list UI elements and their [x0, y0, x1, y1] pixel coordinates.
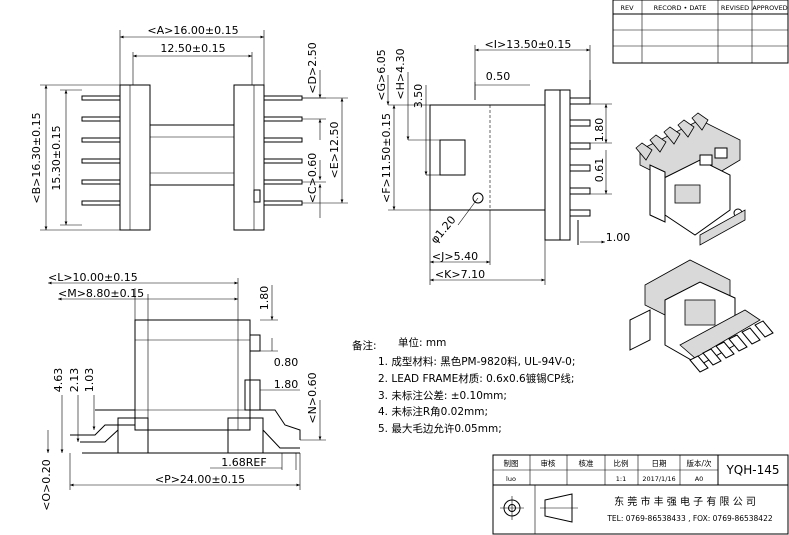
dim-080-label: 0.80	[274, 356, 299, 369]
dim-a-label: <A>16.00±0.15	[147, 24, 238, 37]
dim-a2-label: 12.50±0.15	[160, 42, 225, 55]
approved-header: APPROVED	[752, 4, 787, 12]
dim-phi-label: φ1.20	[428, 213, 458, 246]
company-name: 东 莞 市 丰 强 电 子 有 限 公 司	[614, 495, 756, 508]
note-item-1: 1. 成型材料: 黑色PM-9820料, UL-94V-0;	[378, 355, 575, 368]
notes-block: 备注: 单位: mm 1. 成型材料: 黑色PM-9820料, UL-94V-0…	[352, 336, 575, 435]
tb-value-version: A0	[695, 475, 704, 483]
dim-j-label: <J>5.40	[432, 250, 478, 263]
note-item-3: 3. 未标注公差: ±0.10mm;	[378, 389, 507, 402]
company-contact: TEL: 0769-86538433 , FOX: 0769-86538422	[606, 514, 773, 523]
dim-050-label: 0.50	[486, 70, 511, 83]
dim-e-label: <E>12.50	[328, 122, 341, 179]
dim-d-label: <D>2.50	[306, 42, 319, 93]
note-item-2: 2. LEAD FRAME材质: 0.6x0.6镀锡CP线;	[378, 372, 574, 385]
dim-h-label: <H>4.30	[394, 48, 407, 99]
dim-o-label: <O>0.20	[40, 459, 53, 511]
render-bottom-icon	[629, 259, 774, 373]
front-view: <A>16.00±0.15 12.50±0.15	[30, 24, 348, 231]
dim-p-label: <P>24.00±0.15	[155, 473, 245, 486]
dim-f-label: <F>11.50±0.15	[380, 113, 393, 203]
dim-463-label: 4.63	[52, 368, 65, 393]
dim-b-label: <B>16.30±0.15	[30, 112, 43, 203]
tb-header-scale: 比例	[614, 458, 629, 468]
rev-header: REV	[620, 4, 634, 12]
dim-c-label: <C>0.60	[306, 153, 319, 204]
tb-value-scale: 1:1	[616, 475, 626, 483]
dim-100-label: 1.00	[606, 231, 631, 244]
dim-l-label: <L>10.00±0.15	[48, 271, 138, 284]
notes-heading: 备注:	[352, 339, 377, 352]
dim-350-label: 3.50	[412, 84, 425, 109]
side-view: <I>13.50±0.15 0.50 φ1.20 <G>6.05 <H>4.30	[375, 38, 630, 285]
dim-k-label: <K>7.10	[435, 268, 485, 281]
projection-symbol-icon	[500, 493, 578, 523]
render-top-icon	[635, 112, 746, 246]
dim-103-label: 1.03	[83, 368, 96, 393]
note-item-4: 4. 未标注R角0.02mm;	[378, 405, 488, 418]
tb-header-approved: 核准	[579, 458, 594, 468]
tb-value-date: 2017/1/16	[642, 475, 675, 483]
note-item-5: 5. 最大毛边允许0.05mm;	[378, 422, 502, 435]
notes-unit: 单位: mm	[398, 336, 446, 349]
dim-g-label: <G>6.05	[375, 49, 388, 100]
dim-168-label: 1.68REF	[221, 456, 266, 469]
dim-b2-label: 15.30±0.15	[50, 125, 63, 190]
dim-180b-label: 1.80	[274, 378, 299, 391]
dim-n-label: <N>0.60	[306, 372, 319, 423]
tb-header-date: 日期	[652, 459, 667, 468]
dim-180a-label: 1.80	[258, 286, 271, 311]
dim-180-label: 1.80	[593, 118, 606, 143]
bottom-view: <L>10.00±0.15 <M>8.80±0.15 1.80 0.80	[40, 271, 326, 511]
record-date-header: RECORD • DATE	[654, 4, 707, 12]
revision-table: REV RECORD • DATE REVISED APPROVED	[612, 0, 789, 64]
dim-213-label: 2.13	[68, 368, 81, 393]
title-block: 制图 审核 核准 比例 日期 版本/次 luo 1:1 2017/1/16 A0…	[492, 454, 789, 535]
tb-header-checked: 审核	[541, 458, 556, 468]
tb-value-drawn: luo	[506, 475, 516, 483]
tb-header-version: 版本/次	[686, 458, 712, 468]
revised-header: REVISED	[721, 4, 749, 12]
part-number: YQH-145	[725, 463, 779, 477]
dim-061-label: 0.61	[593, 158, 606, 183]
tb-header-drawn: 制图	[504, 458, 519, 468]
dim-i-label: <I>13.50±0.15	[485, 38, 572, 51]
dim-m-label: <M>8.80±0.15	[58, 287, 144, 300]
